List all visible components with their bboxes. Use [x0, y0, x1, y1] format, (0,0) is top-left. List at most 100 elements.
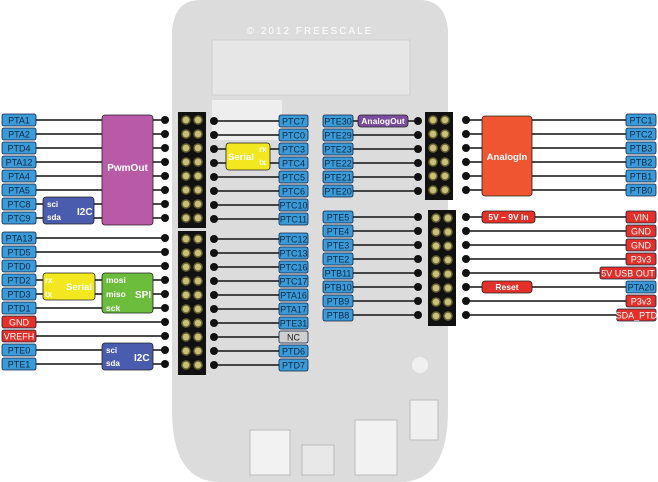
pin-label-ptb8[interactable]: PTB8 — [322, 308, 354, 322]
pin-label-ptc16[interactable]: PTC16 — [278, 260, 309, 274]
pin-label-ptd2[interactable]: PTD2 — [1, 273, 37, 287]
pin-label-ptc6[interactable]: PTC6 — [278, 184, 309, 198]
header-pin — [431, 227, 441, 237]
pin-label-box — [1, 127, 37, 141]
pin-label-box — [322, 184, 354, 198]
pin-label-ptc8[interactable]: PTC8 — [1, 197, 37, 211]
pin-label-ptd0[interactable]: PTD0 — [1, 259, 37, 273]
header-pin — [193, 276, 203, 286]
pin-label-text: PTA16 — [280, 291, 307, 301]
pin-label-text: PTA20 — [628, 283, 655, 293]
pin-label-pte1[interactable]: PTE1 — [1, 357, 37, 371]
pin-label-pte0[interactable]: PTE0 — [1, 343, 37, 357]
header-pin — [428, 143, 438, 153]
pin-label-pte23[interactable]: PTE23 — [322, 142, 354, 156]
pin-label-pta13[interactable]: PTA13 — [1, 231, 37, 245]
pin-label-text: GND — [631, 227, 652, 237]
analogin-function-box — [481, 115, 533, 197]
pin-label-pte29[interactable]: PTE29 — [322, 128, 354, 142]
pin-label-p3v3[interactable]: P3v3 — [625, 252, 657, 266]
pin-label-ptc17[interactable]: PTC17 — [278, 274, 309, 288]
pin-label-ptc0[interactable]: PTC0 — [278, 128, 309, 142]
pin-label-box — [625, 155, 657, 169]
pin-label-pte3[interactable]: PTE3 — [322, 238, 354, 252]
pin-label-ptd4[interactable]: PTD4 — [1, 141, 37, 155]
pin-label-text: 5V USB OUT — [601, 269, 655, 279]
pin-label-ptc2[interactable]: PTC2 — [625, 127, 657, 141]
pin-label-pte22[interactable]: PTE22 — [322, 156, 354, 170]
pin-label-pta1[interactable]: PTA1 — [1, 113, 37, 127]
pin-label-ptd6[interactable]: PTD6 — [278, 344, 309, 358]
header-pin — [431, 311, 441, 321]
pin-dot — [414, 241, 422, 249]
pin-label-p3v3[interactable]: P3v3 — [625, 294, 657, 308]
pin-label-vrefh[interactable]: VREFH — [1, 329, 37, 343]
pin-label-text: PTB9 — [327, 297, 350, 307]
pin-label-gnd[interactable]: GND — [625, 224, 657, 238]
pin-label-ptc12[interactable]: PTC12 — [278, 232, 309, 246]
pin-label-pte4[interactable]: PTE4 — [322, 224, 354, 238]
pin-label-ptb11[interactable]: PTB11 — [322, 266, 354, 280]
pin-label-text: PTA5 — [8, 186, 30, 196]
pin-label-pte2[interactable]: PTE2 — [322, 252, 354, 266]
pin-dot — [161, 200, 169, 208]
pin-label-pte31[interactable]: PTE31 — [278, 316, 309, 330]
pin-label-ptb0[interactable]: PTB0 — [625, 183, 657, 197]
pin-label-ptb1[interactable]: PTB1 — [625, 169, 657, 183]
pin-label-ptb3[interactable]: PTB3 — [625, 141, 657, 155]
pin-label-ptc5[interactable]: PTC5 — [278, 170, 309, 184]
pin-label-vin[interactable]: VIN — [625, 210, 657, 224]
pin-label-text: PTA4 — [8, 172, 30, 182]
pin-label-ptc11[interactable]: PTC11 — [278, 212, 309, 226]
pin-label-ptd5[interactable]: PTD5 — [1, 245, 37, 259]
pin-label-ptd7[interactable]: PTD7 — [278, 358, 309, 372]
header-right-top — [425, 112, 453, 200]
pin-label-ptd3[interactable]: PTD3 — [1, 287, 37, 301]
pin-label-pta12[interactable]: PTA12 — [1, 155, 37, 169]
pin-label-pte20[interactable]: PTE20 — [322, 184, 354, 198]
header-pin — [193, 115, 203, 125]
pin-label-ptc7[interactable]: PTC7 — [278, 114, 309, 128]
pin-label-ptb10[interactable]: PTB10 — [322, 280, 354, 294]
pin-label-box — [278, 114, 309, 128]
pin-label-text: PTB3 — [630, 144, 653, 154]
pin-label-ptc10[interactable]: PTC10 — [278, 198, 309, 212]
pin-label-sda-ptd[interactable]: SDA_PTD — [616, 308, 658, 322]
header-pin — [181, 262, 191, 272]
pin-label-ptc9[interactable]: PTC9 — [1, 211, 37, 225]
pin-label-ptd1[interactable]: PTD1 — [1, 301, 37, 315]
pin-label-pta4[interactable]: PTA4 — [1, 169, 37, 183]
pin-label-box — [616, 308, 657, 322]
pin-label-5v-usb-out[interactable]: 5V USB OUT — [599, 266, 657, 280]
pin-label-ptb9[interactable]: PTB9 — [322, 294, 354, 308]
header-pin — [181, 143, 191, 153]
header-pin — [443, 241, 453, 251]
pin-dot — [161, 130, 169, 138]
pin-dot — [210, 291, 218, 299]
header-pin — [181, 304, 191, 314]
pin-label-pta2[interactable]: PTA2 — [1, 127, 37, 141]
pin-dot — [210, 361, 218, 369]
header-pin — [193, 143, 203, 153]
pin-label-ptb2[interactable]: PTB2 — [625, 155, 657, 169]
header-pin — [193, 185, 203, 195]
pin-label-ptc3[interactable]: PTC3 — [278, 142, 309, 156]
pin-label-ptc1[interactable]: PTC1 — [625, 113, 657, 127]
pin-label-pte21[interactable]: PTE21 — [322, 170, 354, 184]
pin-label-pta17[interactable]: PTA17 — [278, 302, 309, 316]
pin-label-text: P3v3 — [631, 297, 652, 307]
pin-label-nc[interactable]: NC — [278, 330, 309, 344]
pin-label-text: PTD0 — [7, 262, 30, 272]
pin-label-pte30[interactable]: PTE30 — [322, 114, 354, 128]
pin-label-ptc4[interactable]: PTC4 — [278, 156, 309, 170]
pin-label-ptc13[interactable]: PTC13 — [278, 246, 309, 260]
pin-label-pta5[interactable]: PTA5 — [1, 183, 37, 197]
pin-label-pte5[interactable]: PTE5 — [322, 210, 354, 224]
pin-label-pta16[interactable]: PTA16 — [278, 288, 309, 302]
pin-label-pta20[interactable]: PTA20 — [625, 280, 657, 294]
header-pin — [181, 290, 191, 300]
pin-label-gnd[interactable]: GND — [1, 315, 37, 329]
pin-label-gnd[interactable]: GND — [625, 238, 657, 252]
pin-label-box — [1, 329, 37, 343]
pin-label-text: PTE31 — [280, 319, 308, 329]
